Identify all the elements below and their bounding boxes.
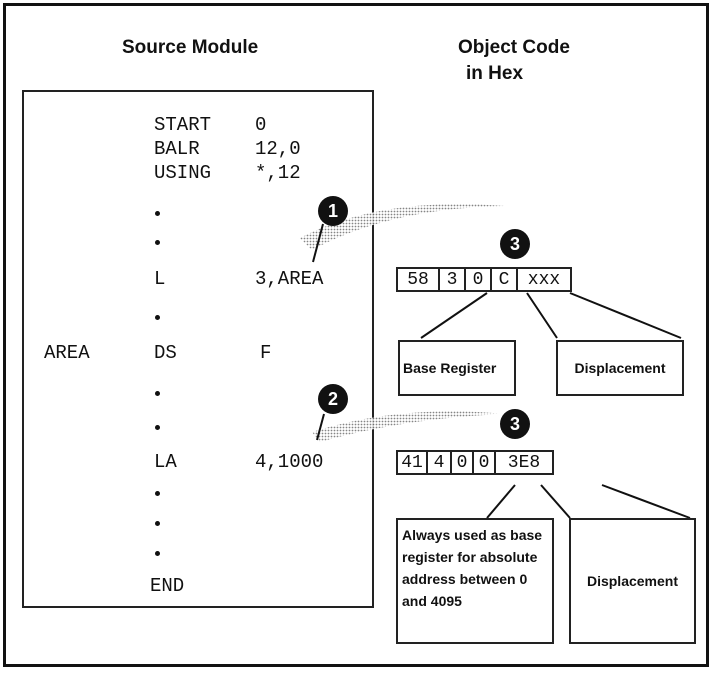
op-using: USING (154, 162, 212, 184)
ellipsis-dot (155, 240, 160, 245)
connector-disp-1a (526, 292, 558, 339)
connector-disp-1b (569, 292, 682, 339)
ellipsis-dot (155, 211, 160, 216)
arrow-sweep-1 (300, 204, 505, 250)
operand-la: 4,1000 (255, 451, 324, 473)
hex-base: 0 (474, 452, 496, 473)
hex-displacement: 3E8 (507, 452, 541, 473)
callout-badge-1: 1 (318, 196, 348, 226)
op-ds: DS (154, 342, 177, 364)
base-register-label: Base Register (403, 360, 497, 376)
hex-index: 0 (452, 452, 474, 473)
op-la: LA (154, 451, 177, 473)
connector-base-2 (486, 484, 516, 519)
displacement-label-2: Displacement (586, 573, 679, 589)
connector-base-1 (420, 292, 488, 339)
op-load: L (154, 268, 166, 290)
hex-opcode: 58 (398, 269, 440, 290)
ellipsis-dot (155, 551, 160, 556)
hex-register: 4 (428, 452, 452, 473)
in-hex-heading: in Hex (466, 63, 524, 84)
ellipsis-dot (155, 521, 160, 526)
operand-ds: F (260, 342, 272, 364)
figure-frame (3, 3, 709, 667)
callout-badge-3: 3 (500, 229, 530, 259)
absolute-base-label: Always used as base register for absolut… (402, 527, 543, 609)
pointer-line-1 (312, 223, 324, 263)
op-balr: BALR (154, 138, 200, 160)
ellipsis-dot (155, 491, 160, 496)
connector-disp-2a (540, 484, 571, 519)
source-module-heading: Source Module (122, 37, 259, 58)
operand-using: *,12 (255, 162, 301, 184)
operand-load: 3,AREA (255, 268, 324, 290)
ellipsis-dot (155, 315, 160, 320)
hex-register: 3 (440, 269, 466, 290)
hex-index: 0 (466, 269, 492, 290)
displacement-label-1: Displacement (574, 360, 666, 376)
source-module-box (22, 90, 374, 608)
operand-start: 0 (255, 114, 267, 136)
hex-displacement: xxx (527, 269, 561, 290)
label-area: AREA (44, 342, 90, 364)
displacement-box-2: Displacement (569, 518, 696, 644)
pointer-line-2 (316, 413, 325, 441)
object-code-heading: Object Code (458, 37, 570, 58)
arrow-sweep-2 (312, 411, 505, 442)
connector-disp-2b (601, 484, 691, 519)
hex-instruction-1: 58 3 0 C xxx (396, 267, 572, 292)
absolute-base-box: Always used as base register for absolut… (396, 518, 554, 644)
ellipsis-dot (155, 391, 160, 396)
op-start: START (154, 114, 212, 136)
hex-base: C (492, 269, 518, 290)
callout-badge-3: 3 (500, 409, 530, 439)
hex-instruction-2: 41 4 0 0 3E8 (396, 450, 554, 475)
op-end: END (150, 575, 185, 597)
ellipsis-dot (155, 425, 160, 430)
hex-opcode: 41 (398, 452, 428, 473)
operand-balr: 12,0 (255, 138, 301, 160)
callout-badge-2: 2 (318, 384, 348, 414)
displacement-box-1: Displacement (556, 340, 684, 396)
base-register-box: Base Register (398, 340, 516, 396)
